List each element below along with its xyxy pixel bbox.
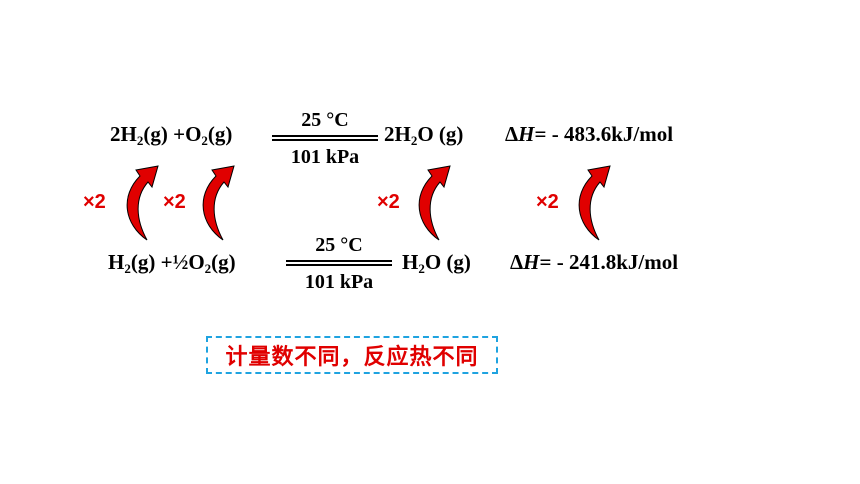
multiplier-2: ×2 [163,191,186,213]
eq1-product-symbol: H [394,122,411,146]
eq2-o2-state: (g) [211,250,236,274]
eq2-product-sub: 2 [418,261,425,276]
equation-1-product: 2H2O (g) [384,122,464,148]
multiplier-3: ×2 [377,191,400,213]
multiplier-1: ×2 [83,191,106,213]
eq2-delta: Δ [510,250,524,274]
curved-arrow-icon [202,165,235,241]
eq1-h2-state: (g) [143,122,168,146]
eq2-product-rest: O (g) [424,250,471,274]
eq1-h-sub: 2 [136,133,144,148]
eq2-o2-coef: ½ [172,250,189,274]
curved-arrow-icon [578,165,611,241]
eq1-h-var: H [518,122,535,146]
eq2-plus: + [160,250,173,274]
conclusion-note: 计量数不同，反应热不同 [206,336,498,374]
multiplier-4: ×2 [536,191,559,213]
eq1-delta: Δ [505,122,519,146]
eq1-o-sub: 2 [201,133,208,148]
curved-arrow-icon [126,165,159,241]
equation-1-condition: 25 °C 101 kPa [272,110,378,167]
eq1-equals-bar [272,135,378,141]
eq1-product-sub: 2 [410,133,418,148]
eq1-plus: + [173,122,186,146]
equation-2-condition: 25 °C 101 kPa [286,235,392,292]
eq2-pressure: 101 kPa [304,271,374,293]
curved-arrow-icon [418,165,451,241]
equation-2-reactants: H2(g) +½O2(g) [108,250,236,276]
eq2-h-symbol: H [108,250,125,274]
eq2-dh-value: = - 241.8kJ/mol [539,250,679,274]
eq1-temperature: 25 °C [301,109,349,131]
eq1-pressure: 101 kPa [290,146,360,168]
conclusion-note-text: 计量数不同，反应热不同 [225,345,479,370]
eq1-h-symbol: H [120,122,137,146]
eq2-h-sub: 2 [124,261,131,276]
eq1-o-symbol: O [185,122,202,146]
equation-2-enthalpy: ΔH= - 241.8kJ/mol [510,252,678,273]
equation-1-reactants: 2H2(g) +O2(g) [110,122,233,148]
eq1-h2-coef: 2 [110,122,121,146]
eq1-dh-value: = - 483.6kJ/mol [534,122,674,146]
eq2-h2-state: (g) [130,250,156,274]
eq2-o-sub: 2 [204,261,212,276]
eq2-o-symbol: O [188,250,205,274]
eq1-o2-state: (g) [207,122,233,146]
equation-2-product: H2O (g) [402,250,471,276]
eq2-equals-bar [286,260,392,266]
eq2-temperature: 25 °C [315,234,363,256]
eq2-product-symbol: H [402,250,419,274]
eq1-product-rest: O (g) [417,122,464,146]
equation-1-enthalpy: ΔH= - 483.6kJ/mol [505,124,673,145]
eq2-h-var: H [523,250,540,274]
eq1-product-coef: 2 [384,122,395,146]
